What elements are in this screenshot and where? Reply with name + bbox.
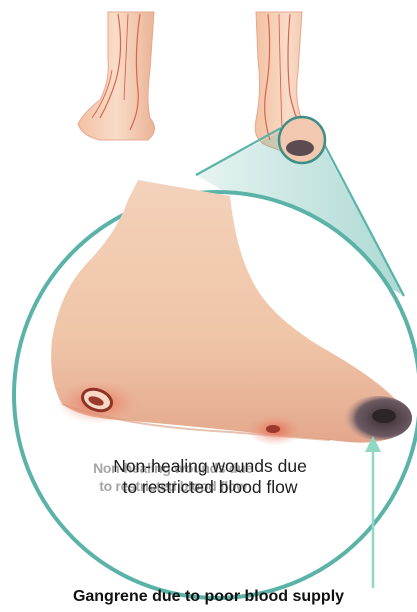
- gangrene-caption: Gangrene due to poor blood supply: [0, 588, 417, 606]
- small-gangrene-spot: [286, 140, 314, 156]
- wound-caption-line2: to restricted blood flow: [60, 477, 360, 498]
- forefoot-wound: [266, 425, 280, 433]
- wound-caption-line1: Non-healing wounds due: [60, 456, 360, 477]
- small-zoom-circle: [279, 117, 325, 163]
- wound-caption: Non-healing wounds due to restricted blo…: [60, 456, 360, 498]
- small-foot-left: [78, 12, 155, 140]
